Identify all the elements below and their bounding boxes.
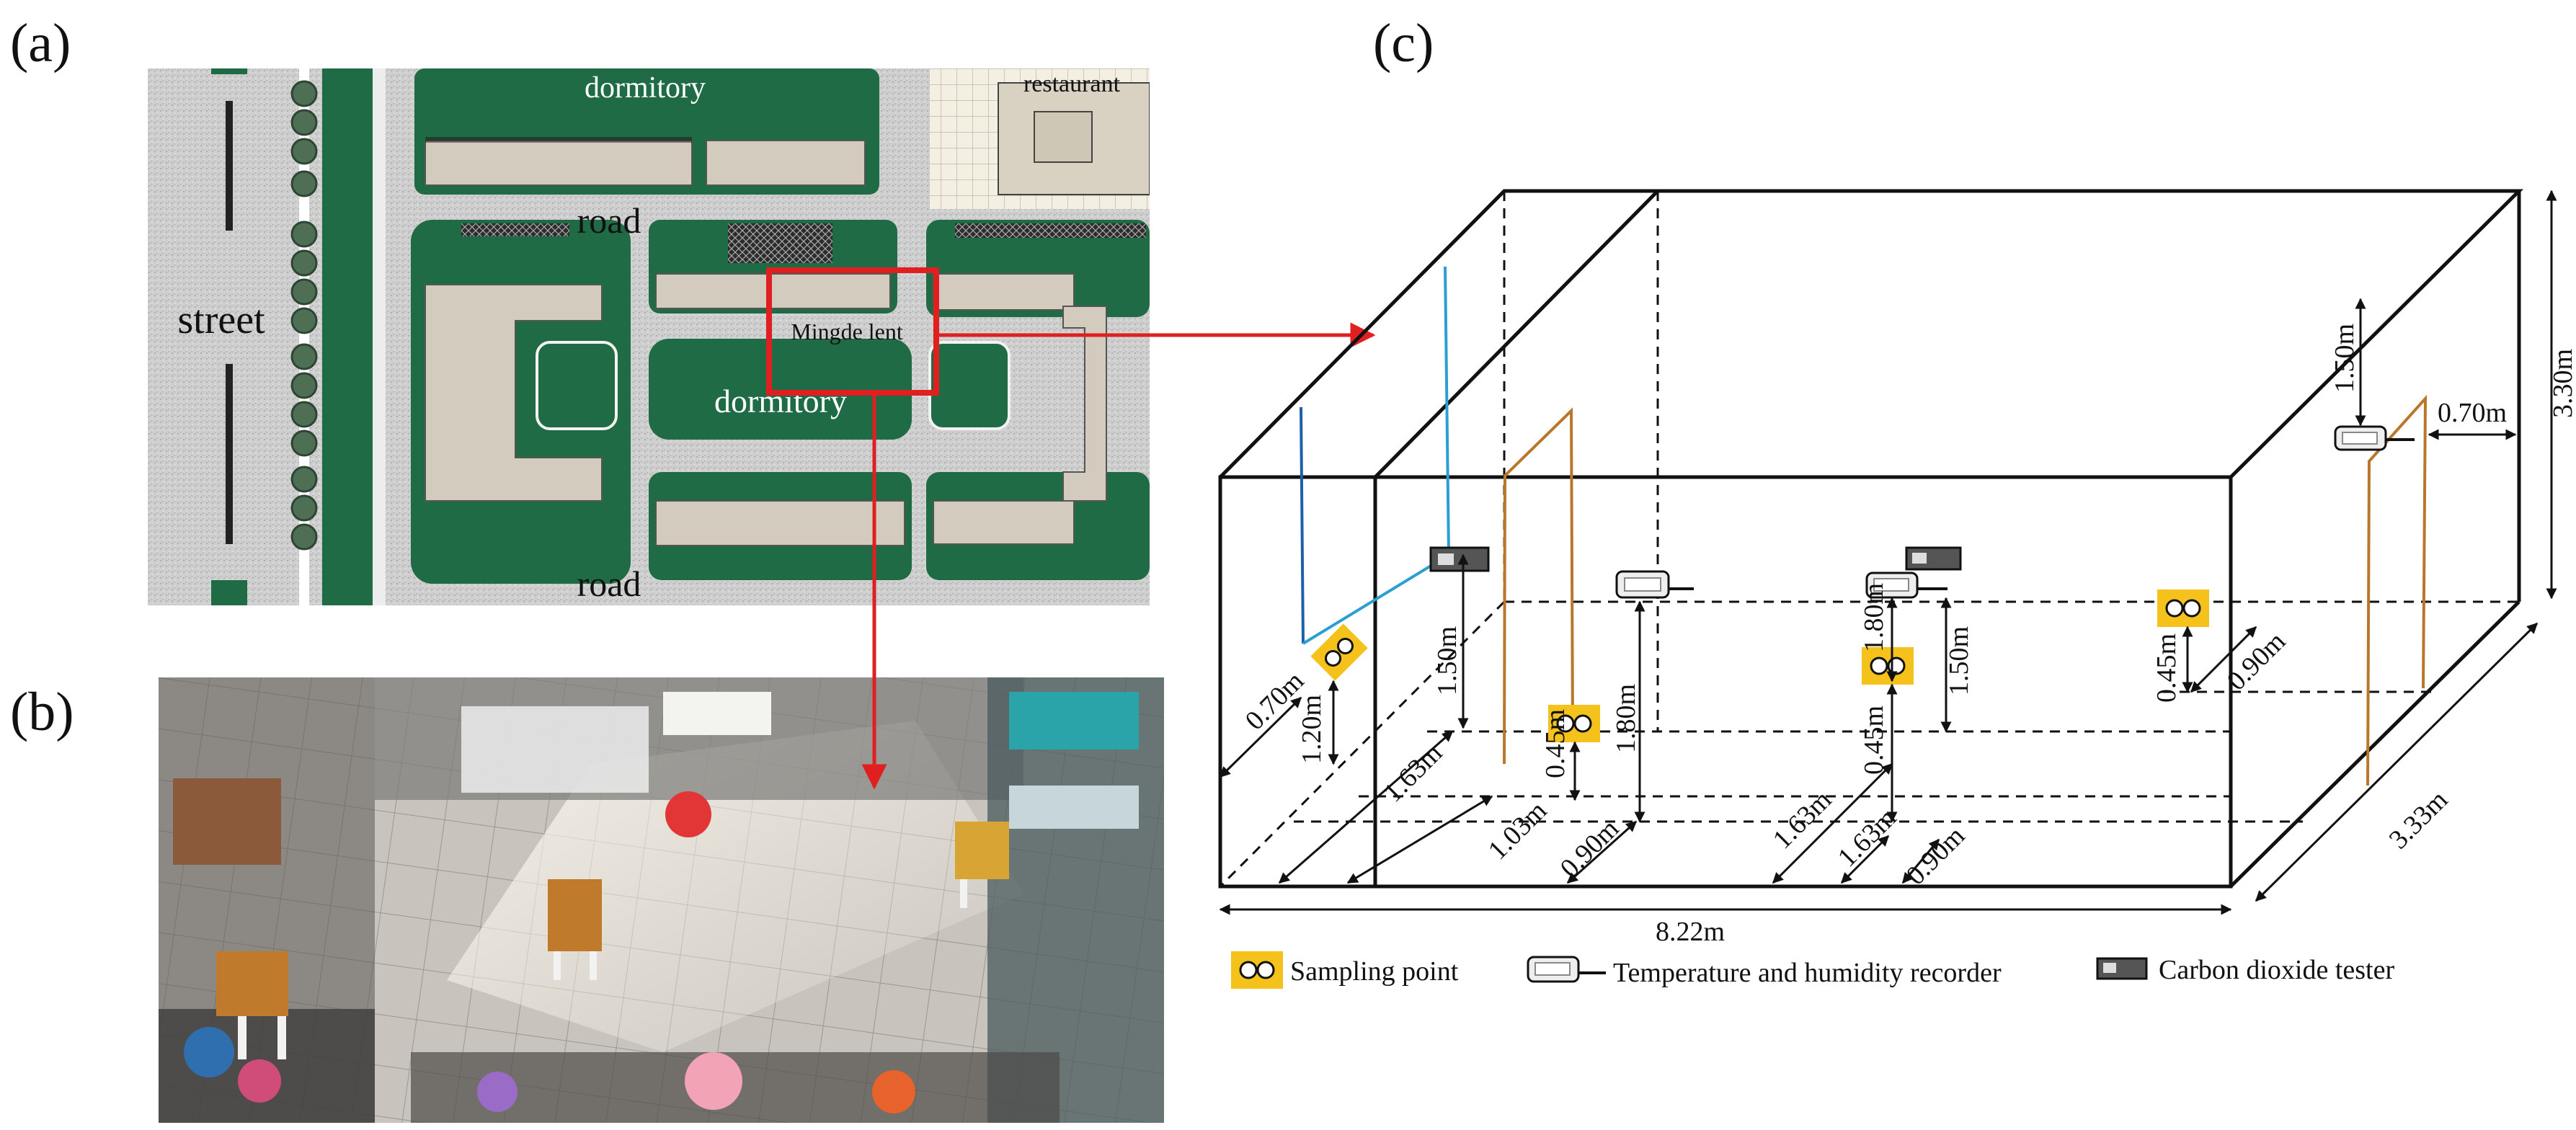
dim-3.30m-height: 3.30m [2548,349,2576,418]
temp-humidity-recorder [1615,570,1694,599]
dim-8.22m-length: 8.22m [1656,917,1725,947]
mingde-building [655,273,891,309]
bed-sheet [461,706,649,793]
sampling-point [2157,590,2209,627]
stool [955,822,1009,908]
dim-1.50m-left: 1.50m [1432,626,1462,695]
street-lane-line [226,364,233,544]
dim-1.63m-b: 1.63m [1767,785,1838,855]
dim-0.90m-a: 0.90m [1555,814,1625,884]
stool [216,951,288,1059]
red-bucket [665,791,711,837]
dim-1.50m-top: 1.50m [2329,324,2360,393]
dimension-arrows [1219,190,2557,915]
sampling-point [1548,705,1600,742]
dim-1.50m-mid: 1.50m [1944,626,1974,695]
room-photo [159,677,1164,1123]
panel-label-a: (a) [10,13,71,74]
label-road-bottom: road [577,564,641,604]
label-dormitory-center: dormitory [714,383,847,419]
dim-0.45m-c: 0.45m [2151,633,2182,703]
legend-label-sampling: Sampling point [1290,956,1459,987]
temp-humidity-recorder [2334,425,2415,451]
dim-3.33m-depth: 3.33m [2384,785,2454,855]
green-belt [322,68,373,605]
legend: Sampling point Temperature and humidity … [1231,951,2394,989]
label-road-top: road [577,200,641,241]
dim-1.80m-b: 1.80m [1859,583,1889,652]
label-dormitory-top: dormitory [585,71,706,104]
street-lane-line [226,101,233,231]
legend-label-co2: Carbon dioxide tester [2159,955,2394,985]
legend-item-co2: Carbon dioxide tester [2096,955,2394,985]
stool [548,879,602,980]
dim-1.80m-a: 1.80m [1611,684,1641,753]
sampling-point [1310,623,1368,681]
room-highlight-box [766,267,939,396]
dim-0.45m-b: 0.45m [1859,706,1889,775]
label-mingde-lent: Mingde lent [791,319,903,344]
dim-0.90m-b: 0.90m [1901,821,1971,891]
tree-row [290,80,318,551]
dim-1.03m: 1.03m [1483,796,1553,866]
dim-1.63m-a: 1.63m [1378,738,1449,809]
co2-tester [1429,546,1490,572]
label-street: street [177,298,265,342]
cardboard-box [173,778,281,865]
co2-tester [1905,546,1962,571]
campus-map: dormitory restaurant road street dormito… [148,68,1150,605]
legend-label-recorder: Temperature and humidity recorder [1613,958,2002,988]
dim-0.70m-top: 0.70m [2438,398,2507,428]
panel-label-c: (c) [1373,13,1434,74]
legend-item-recorder: Temperature and humidity recorder [1527,956,2002,988]
dim-1.20m: 1.20m [1297,695,1327,764]
dormitory-center-block [649,339,912,440]
dim-0.45m-a: 0.45m [1540,709,1571,778]
panel-label-b: (b) [10,682,74,742]
legend-item-sampling: Sampling point [1231,951,1459,989]
label-restaurant: restaurant [1023,71,1121,97]
